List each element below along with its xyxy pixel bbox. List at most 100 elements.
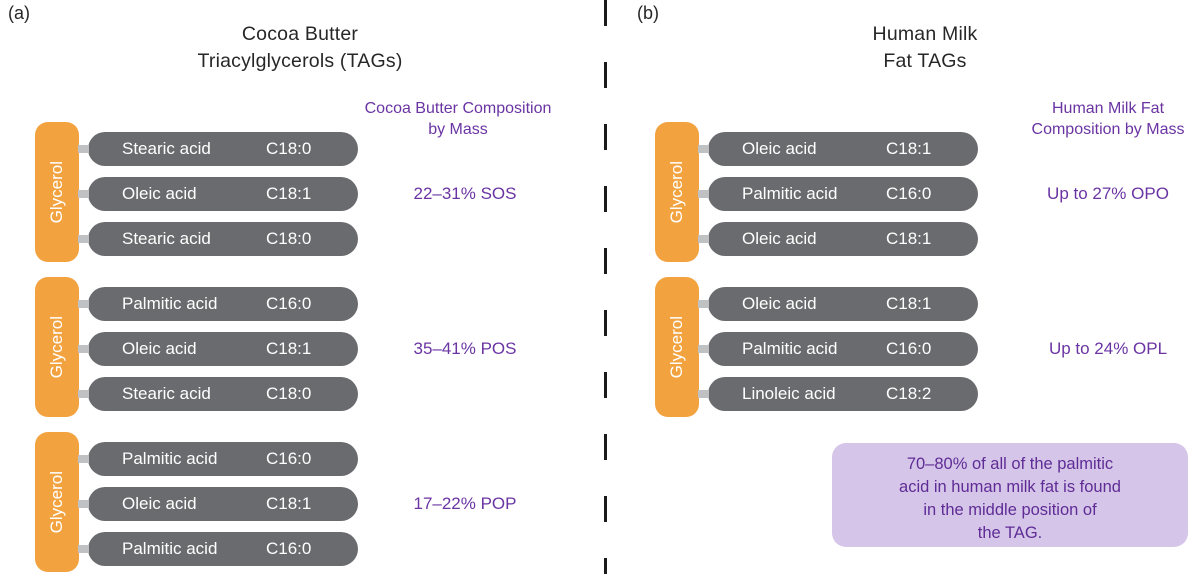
fatty-acid-pill: Palmitic acid C16:0 bbox=[698, 332, 978, 366]
fatty-acid-name: Palmitic acid bbox=[742, 184, 838, 203]
fatty-acid-pill: Oleic acid C18:1 bbox=[698, 287, 978, 321]
glycerol-backbone: Glycerol bbox=[655, 277, 699, 417]
glycerol-backbone: Glycerol bbox=[655, 122, 699, 262]
fatty-acid-pill: Oleic acid C18:1 bbox=[78, 487, 358, 521]
fatty-acid-carbon-label: C16:0 bbox=[886, 184, 932, 203]
note-line: 70–80% of all of the palmitic bbox=[906, 455, 1114, 473]
fatty-acid-carbon-label: C16:0 bbox=[266, 539, 312, 558]
fatty-acid-carbon-label: C18:2 bbox=[886, 384, 932, 403]
fatty-acid-carbon-label: C18:1 bbox=[266, 494, 312, 513]
tag-group: Glycerol Stearic acid C18:0 Oleic acid C… bbox=[35, 122, 358, 262]
fatty-acid-carbon-label: C18:1 bbox=[886, 139, 932, 158]
panel-b-title: Human Milk Fat TAGs bbox=[775, 21, 1075, 75]
panel-a-composition-header-line2: by Mass bbox=[428, 121, 488, 138]
fatty-acid-name: Palmitic acid bbox=[122, 294, 218, 313]
fatty-acid-carbon-label: C18:0 bbox=[266, 384, 312, 403]
panel-a-title-line2: Triacylglycerols (TAGs) bbox=[197, 50, 403, 72]
fatty-acid-chains: Palmitic acid C16:0 Oleic acid C18:1 Ste… bbox=[78, 277, 358, 417]
fatty-acid-name: Stearic acid bbox=[122, 229, 211, 248]
tag-group: Glycerol Palmitic acid C16:0 Oleic acid … bbox=[35, 432, 358, 572]
panel-a-title: Cocoa Butter Triacylglycerols (TAGs) bbox=[145, 21, 455, 75]
panel-b-label: (b) bbox=[637, 3, 659, 23]
fatty-acid-name: Oleic acid bbox=[122, 184, 197, 203]
glycerol-backbone: Glycerol bbox=[35, 277, 79, 417]
fatty-acid-chains: Palmitic acid C16:0 Oleic acid C18:1 Pal… bbox=[78, 432, 358, 572]
ester-bond-connector bbox=[698, 190, 709, 198]
ester-bond-connector bbox=[698, 145, 709, 153]
fatty-acid-carbon-label: C16:0 bbox=[266, 294, 312, 313]
fatty-acid-pill: Palmitic acid C16:0 bbox=[698, 177, 978, 211]
fatty-acid-chains: Stearic acid C18:0 Oleic acid C18:1 Stea… bbox=[78, 122, 358, 262]
note-line: acid in human milk fat is found bbox=[899, 478, 1121, 496]
fatty-acid-name: Oleic acid bbox=[122, 494, 197, 513]
ester-bond-connector bbox=[698, 300, 709, 308]
glycerol-label: Glycerol bbox=[47, 315, 66, 379]
fatty-acid-name: Oleic acid bbox=[742, 229, 817, 248]
fatty-acid-name: Stearic acid bbox=[122, 139, 211, 158]
panel-b-title-line2: Fat TAGs bbox=[883, 50, 967, 72]
ester-bond-connector bbox=[78, 545, 89, 553]
fatty-acid-pill: Oleic acid C18:1 bbox=[698, 132, 978, 166]
panel-a-tag-groups: Glycerol Stearic acid C18:0 Oleic acid C… bbox=[35, 122, 358, 572]
ester-bond-connector bbox=[78, 455, 89, 463]
note-line: in the middle position of bbox=[923, 501, 1097, 519]
fatty-acid-pill: Palmitic acid C16:0 bbox=[78, 287, 358, 321]
ester-bond-connector bbox=[78, 235, 89, 243]
fatty-acid-name: Oleic acid bbox=[122, 339, 197, 358]
panel-a-label: (a) bbox=[8, 3, 30, 23]
fatty-acid-chains: Oleic acid C18:1 Palmitic acid C16:0 Ole… bbox=[698, 122, 978, 262]
fatty-acid-carbon-label: C16:0 bbox=[886, 339, 932, 358]
panel-b-composition-header: Human Milk Fat Composition by Mass bbox=[1012, 98, 1200, 140]
fatty-acid-name: Palmitic acid bbox=[122, 539, 218, 558]
ester-bond-connector bbox=[78, 145, 89, 153]
fatty-acid-name: Oleic acid bbox=[742, 294, 817, 313]
tag-group: Glycerol Oleic acid C18:1 Palmitic acid … bbox=[655, 122, 978, 262]
fatty-acid-pill: Palmitic acid C16:0 bbox=[78, 532, 358, 566]
ester-bond-connector bbox=[78, 190, 89, 198]
fatty-acid-pill: Palmitic acid C16:0 bbox=[78, 442, 358, 476]
fatty-acid-carbon-label: C18:1 bbox=[266, 339, 312, 358]
fatty-acid-carbon-label: C16:0 bbox=[266, 449, 312, 468]
composition-share-label: 35–41% POS bbox=[413, 339, 517, 358]
note-line: the TAG. bbox=[977, 524, 1043, 542]
fatty-acid-pill: Stearic acid C18:0 bbox=[78, 132, 358, 166]
glycerol-label: Glycerol bbox=[667, 315, 686, 379]
panel-b-composition-header-line1: Human Milk Fat bbox=[1051, 100, 1165, 117]
fatty-acid-pill: Stearic acid C18:0 bbox=[78, 377, 358, 411]
ester-bond-connector bbox=[698, 235, 709, 243]
fatty-acid-carbon-label: C18:1 bbox=[266, 184, 312, 203]
glycerol-label: Glycerol bbox=[667, 160, 686, 224]
glycerol-backbone: Glycerol bbox=[35, 122, 79, 262]
glycerol-label: Glycerol bbox=[47, 160, 66, 224]
ester-bond-connector bbox=[78, 345, 89, 353]
ester-bond-connector bbox=[698, 345, 709, 353]
fatty-acid-pill: Oleic acid C18:1 bbox=[78, 177, 358, 211]
fatty-acid-carbon-label: C18:1 bbox=[886, 229, 932, 248]
composition-share-label: Up to 27% OPO bbox=[1047, 184, 1169, 203]
fatty-acid-carbon-label: C18:1 bbox=[886, 294, 932, 313]
panel-b-composition-header-line2: Composition by Mass bbox=[1031, 121, 1185, 138]
fatty-acid-pill: Stearic acid C18:0 bbox=[78, 222, 358, 256]
panel-a-composition-header: Cocoa Butter Composition by Mass bbox=[343, 98, 573, 140]
glycerol-backbone: Glycerol bbox=[35, 432, 79, 572]
fatty-acid-name: Oleic acid bbox=[742, 139, 817, 158]
panel-b-title-line1: Human Milk bbox=[872, 23, 978, 45]
composition-share-label: 17–22% POP bbox=[413, 494, 517, 513]
ester-bond-connector bbox=[78, 390, 89, 398]
ester-bond-connector bbox=[698, 390, 709, 398]
glycerol-label: Glycerol bbox=[47, 470, 66, 534]
fatty-acid-carbon-label: C18:0 bbox=[266, 229, 312, 248]
panel-b-tag-groups: Glycerol Oleic acid C18:1 Palmitic acid … bbox=[655, 122, 978, 417]
fatty-acid-pill: Oleic acid C18:1 bbox=[698, 222, 978, 256]
composition-share-label: Up to 24% OPL bbox=[1048, 339, 1168, 358]
panel-a-composition-header-line1: Cocoa Butter Composition bbox=[364, 100, 552, 117]
panel-a-title-line1: Cocoa Butter bbox=[241, 23, 359, 45]
tag-group: Glycerol Palmitic acid C16:0 Oleic acid … bbox=[35, 277, 358, 417]
fatty-acid-name: Palmitic acid bbox=[122, 449, 218, 468]
tag-group: Glycerol Oleic acid C18:1 Palmitic acid … bbox=[655, 277, 978, 417]
fatty-acid-name: Stearic acid bbox=[122, 384, 211, 403]
human-milk-palmitic-note-box: 70–80% of all of the palmitic acid in hum… bbox=[832, 443, 1188, 547]
fatty-acid-name: Linoleic acid bbox=[742, 384, 836, 403]
panel-divider-dashed-line bbox=[604, 0, 607, 574]
